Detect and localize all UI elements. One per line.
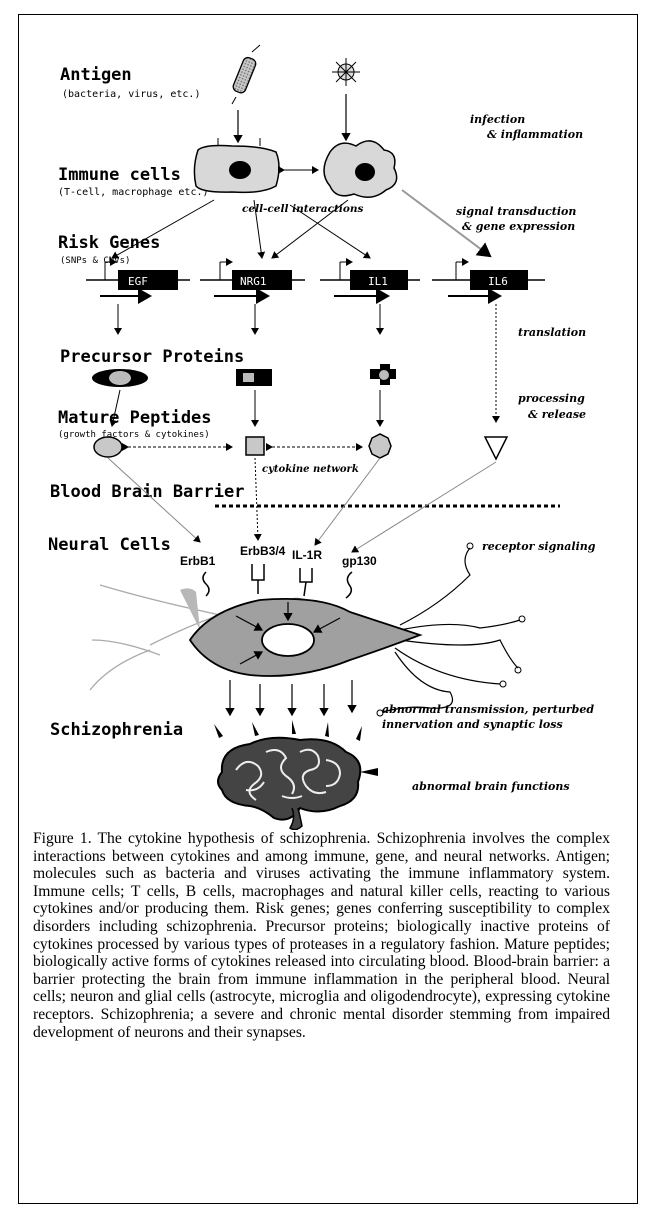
precursor-egf-icon	[92, 369, 148, 387]
annotation-translation: translation	[518, 326, 586, 339]
annotation-abnormal-transmission: abnormal transmission, perturbed	[382, 703, 594, 716]
precursor-il1-icon	[370, 364, 396, 385]
receptor-shapes	[203, 564, 352, 598]
svg-text:NRG1: NRG1	[240, 275, 267, 288]
receptor-gp130-label: gp130	[342, 554, 377, 568]
receptor-il1r-label: IL-1R	[292, 548, 322, 562]
gene-nrg1: NRG1	[200, 262, 305, 296]
annotation-cytokine-network: cytokine network	[262, 464, 359, 475]
receptor-erbb34-label: ErbB3/4	[240, 544, 286, 558]
figure-caption: Figure 1. The cytokine hypothesis of sch…	[33, 830, 610, 1041]
peptide-egf-icon	[94, 437, 122, 457]
cytokine-hypothesis-diagram: Antigen (bacteria, virus, etc.) Immune c…	[0, 0, 655, 830]
arrows-genes-to-precursors	[118, 304, 380, 334]
label-immune-cells-sub: (T-cell, macrophage etc.)	[58, 187, 209, 198]
gene-egf: EGF	[86, 262, 190, 296]
label-immune-cells: Immune cells	[58, 165, 181, 185]
peptide-nrg1-icon	[246, 437, 264, 455]
peptide-il6-icon	[485, 437, 507, 459]
label-risk-genes: Risk Genes	[58, 233, 160, 253]
label-mature-peptides: Mature Peptides	[58, 408, 212, 428]
annotation-processing: processing	[518, 392, 585, 405]
annotation-release: & release	[528, 408, 586, 421]
label-neural-cells: Neural Cells	[48, 535, 171, 555]
label-antigen-sub: (bacteria, virus, etc.)	[62, 89, 200, 100]
annotation-innervation: innervation and synaptic loss	[382, 718, 563, 731]
receptor-erbb1-label: ErbB1	[180, 554, 216, 568]
gene-il1: IL1	[320, 262, 420, 296]
svg-text:IL6: IL6	[488, 275, 508, 288]
gene-il6: IL6	[432, 262, 545, 296]
annotation-signal-transduction: signal transduction	[456, 205, 576, 218]
svg-text:EGF: EGF	[128, 275, 148, 288]
macrophage-icon	[324, 141, 397, 197]
label-schizophrenia: Schizophrenia	[50, 720, 183, 740]
label-antigen: Antigen	[60, 65, 132, 85]
svg-text:IL1: IL1	[368, 275, 388, 288]
arrows-cells-to-genes	[112, 190, 490, 258]
label-precursor-proteins: Precursor Proteins	[60, 347, 244, 367]
annotation-receptor-signaling: receptor signaling	[482, 540, 596, 553]
peptide-il1-icon	[369, 434, 391, 458]
annotation-gene-expression: & gene expression	[462, 220, 575, 233]
arrows-neuron-to-brain	[230, 680, 352, 715]
annotation-infection: infection	[470, 113, 525, 126]
virus-icon	[332, 58, 360, 86]
annotation-inflammation: & inflammation	[487, 128, 583, 141]
label-blood-brain-barrier: Blood Brain Barrier	[50, 482, 244, 502]
label-risk-genes-sub: (SNPs & CNVs)	[60, 256, 130, 266]
precursor-nrg1-icon	[236, 369, 272, 386]
t-cell-icon	[194, 138, 279, 192]
bacteria-icon	[232, 45, 260, 104]
annotation-abnormal-brain: abnormal brain functions	[412, 780, 570, 793]
brain-icon	[218, 738, 360, 830]
neuron-icon	[90, 543, 525, 716]
label-mature-peptides-sub: (growth factors & cytokines)	[58, 430, 210, 440]
